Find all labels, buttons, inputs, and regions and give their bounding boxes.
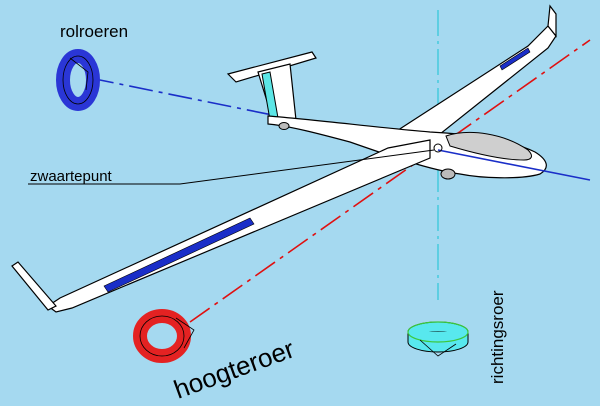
roll-rotation-ring-icon bbox=[56, 49, 100, 111]
label-yaw: richtingsroer bbox=[488, 290, 507, 384]
center-of-gravity-marker bbox=[433, 143, 443, 153]
right-wing bbox=[390, 25, 557, 143]
pitch-axis bbox=[189, 39, 591, 323]
left-wing-aileron bbox=[103, 217, 255, 293]
right-winglet bbox=[547, 4, 557, 38]
roll-axis-front bbox=[437, 149, 591, 181]
label-roll: rolroeren bbox=[60, 22, 128, 41]
canopy bbox=[445, 131, 532, 161]
tail-wheel bbox=[278, 122, 290, 130]
pitch-rotation-ring-icon bbox=[133, 309, 195, 363]
main-wheel bbox=[440, 168, 456, 180]
yaw-rotation-ring-icon bbox=[407, 321, 469, 357]
label-cg: zwaartepunt bbox=[30, 168, 113, 185]
right-wing-aileron bbox=[499, 47, 531, 71]
left-winglet bbox=[11, 261, 57, 311]
cg-leader-line bbox=[28, 149, 435, 185]
horizontal-stabilizer bbox=[226, 51, 317, 83]
